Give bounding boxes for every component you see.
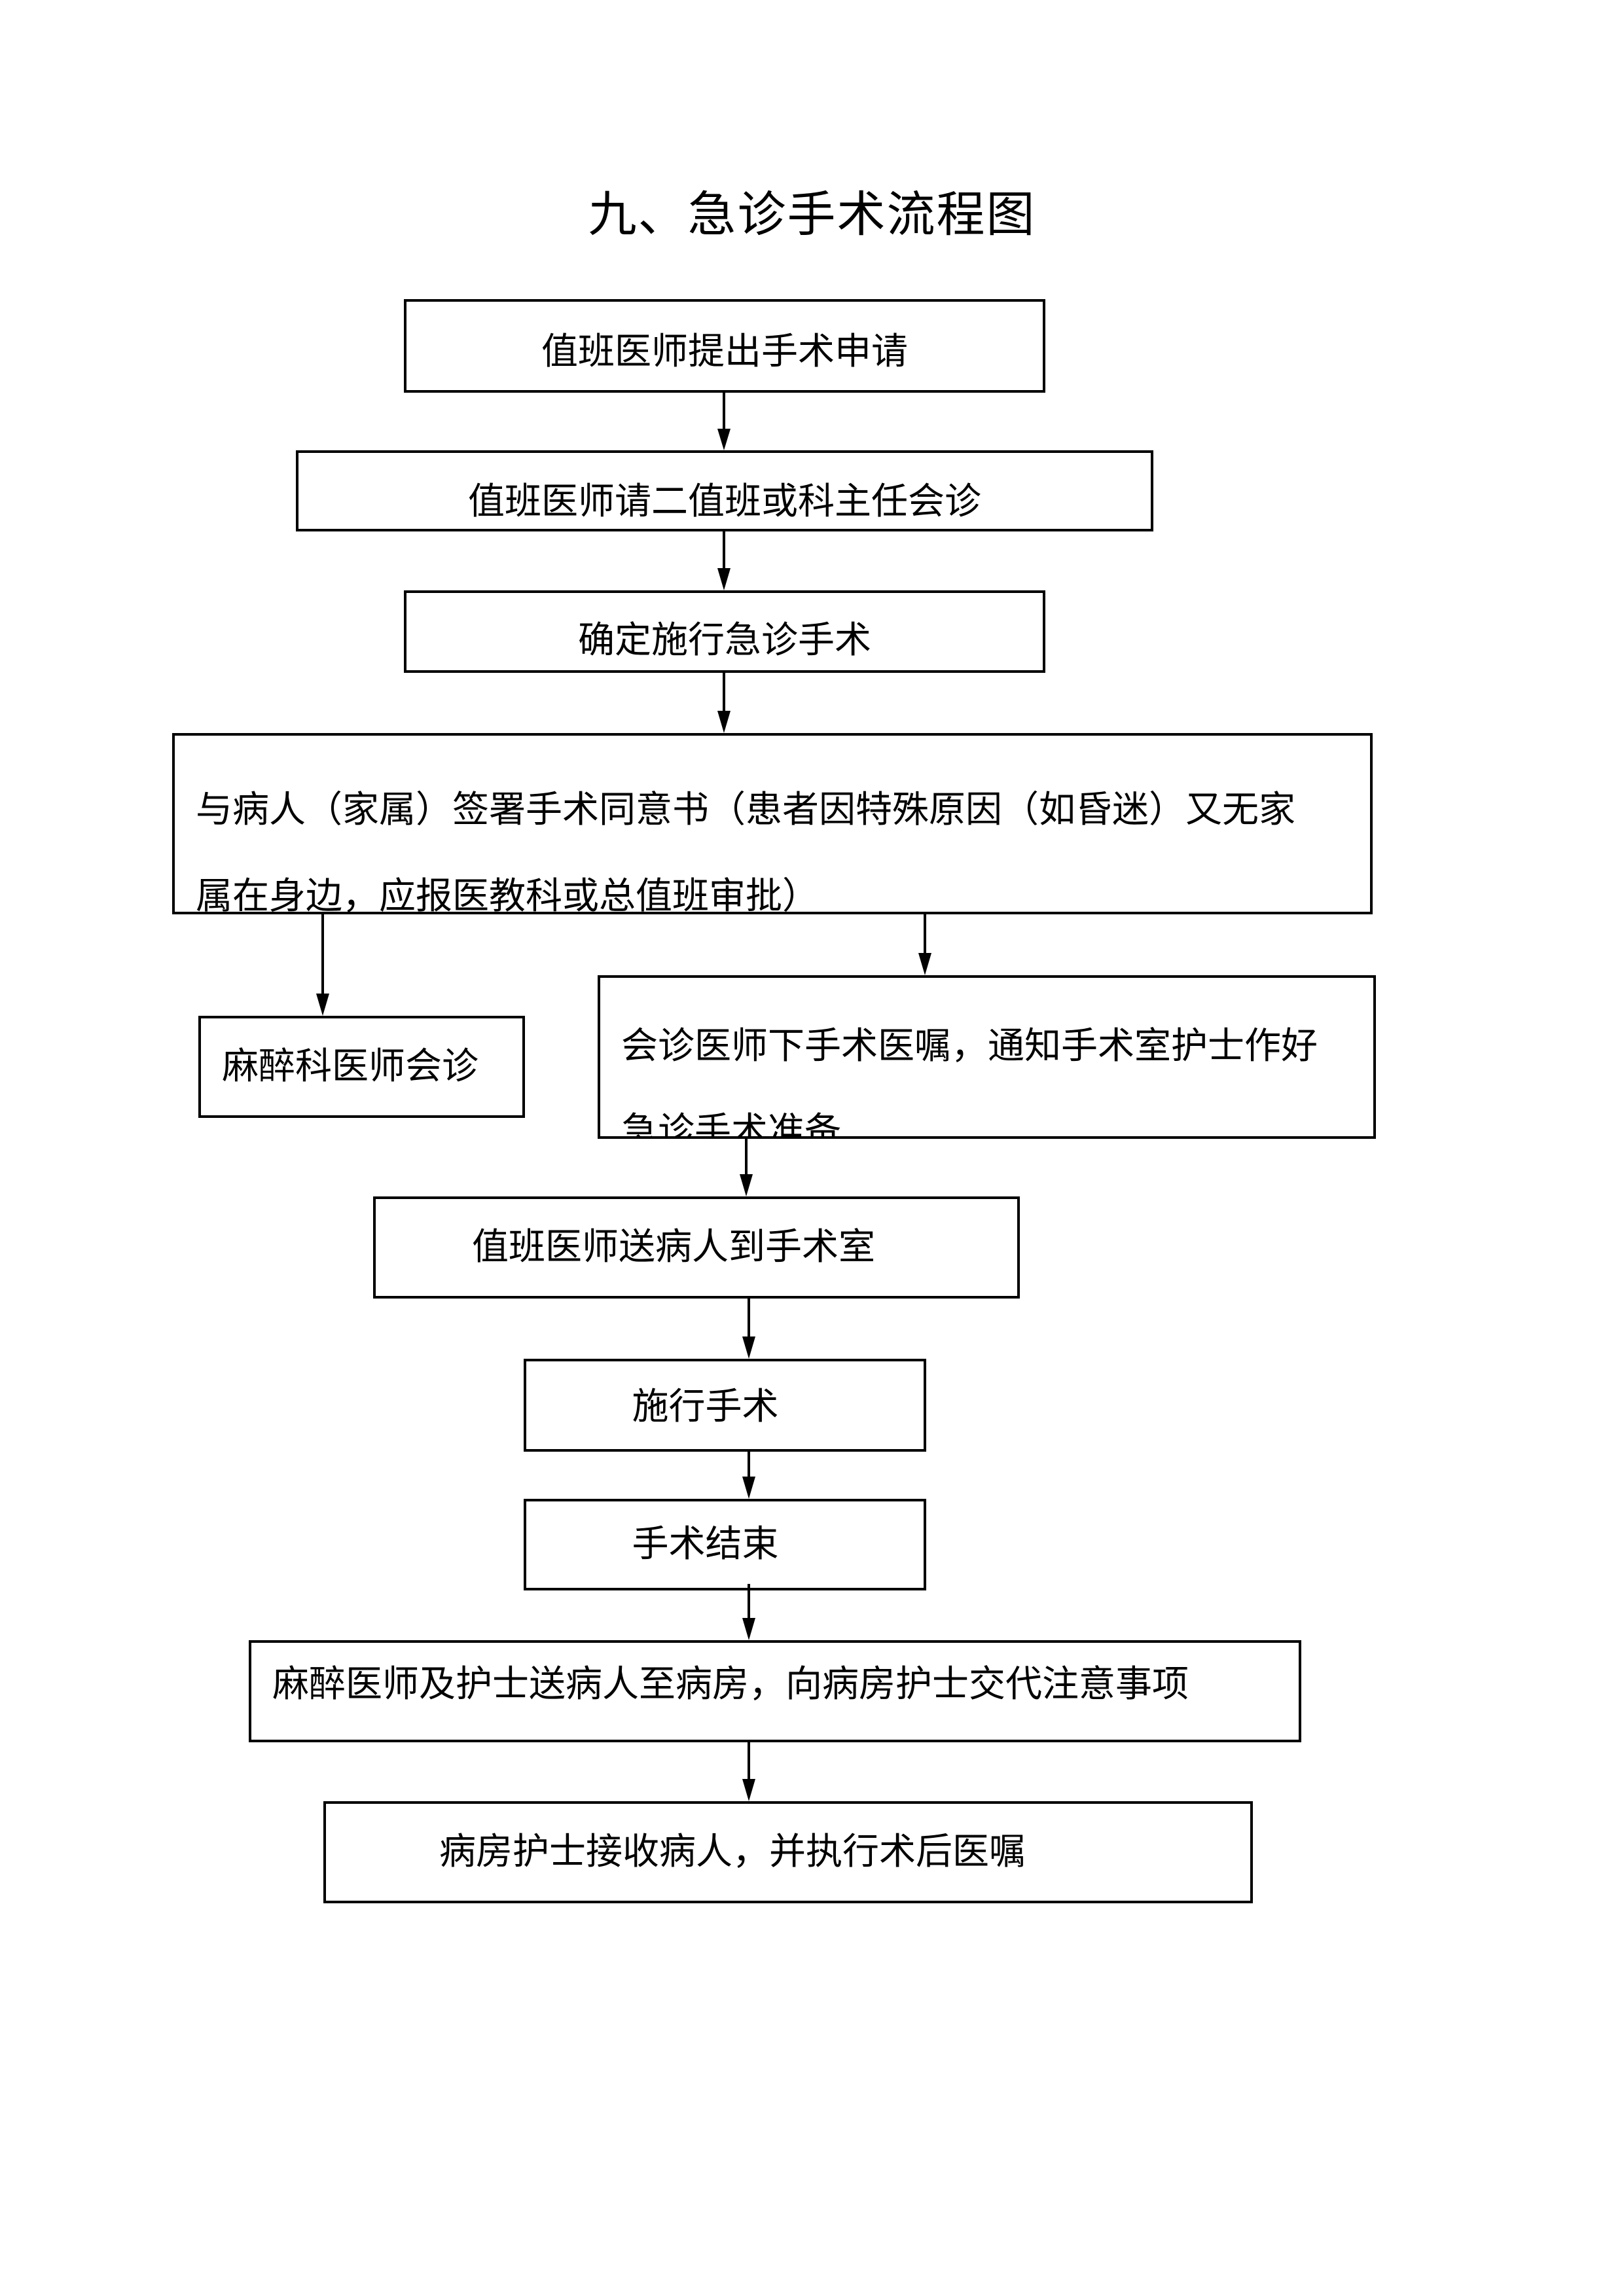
step-end: 手术结束 <box>524 1499 926 1590</box>
step-orders-text-line-2: 急诊手术准备 <box>621 1110 841 1139</box>
step-request-text: 值班医师提出手术申请 <box>541 330 908 373</box>
step-end-text: 手术结束 <box>632 1523 779 1566</box>
step-request: 值班医师提出手术申请 <box>404 299 1045 393</box>
step-confirm: 确定施行急诊手术 <box>404 590 1045 673</box>
arrowhead-1 <box>717 429 731 450</box>
page-title: 九、急诊手术流程图 <box>588 187 1036 243</box>
step-consent: 与病人（家属）签署手术同意书（患者因特殊原因（如昏迷）又无家 属在身边，应报医教… <box>172 733 1373 918</box>
step-confirm-text: 确定施行急诊手术 <box>578 619 871 662</box>
arrowhead-10 <box>742 1779 755 1801</box>
step-orders-text-line-1: 会诊医师下手术医嘱，通知手术室护士作好 <box>621 1025 1318 1067</box>
step-ward-receive-text: 病房护士接收病人，并执行术后医嘱 <box>439 1831 1026 1873</box>
arrowhead-3 <box>717 711 731 733</box>
arrowhead-5 <box>918 953 931 975</box>
step-transfer-to-or: 值班医师送病人到手术室 <box>373 1196 1020 1299</box>
step-transfer-to-or-text: 值班医师送病人到手术室 <box>472 1226 875 1268</box>
arrowhead-9 <box>742 1618 755 1640</box>
step-consult-senior-text: 值班医师请二值班或科主任会诊 <box>468 480 981 523</box>
step-anesthesia-consult: 麻醉科医师会诊 <box>198 1016 525 1118</box>
step-consent-text-line-1: 与病人（家属）签署手术同意书（患者因特殊原因（如昏迷）又无家 <box>196 789 1295 831</box>
arrowhead-4 <box>316 994 329 1016</box>
arrowhead-8 <box>742 1477 755 1499</box>
arrowhead-6 <box>740 1174 753 1196</box>
step-return-ward: 麻醉医师及护士送病人至病房，向病房护士交代注意事项 <box>249 1640 1301 1742</box>
step-orders: 会诊医师下手术医嘱，通知手术室护士作好 急诊手术准备 <box>598 975 1376 1139</box>
step-return-ward-text: 麻醉医师及护士送病人至病房，向病房护士交代注意事项 <box>272 1663 1189 1706</box>
step-consult-senior: 值班医师请二值班或科主任会诊 <box>296 450 1153 531</box>
arrowhead-2 <box>717 568 731 590</box>
step-anesthesia-consult-text: 麻醉科医师会诊 <box>222 1045 478 1088</box>
step-operate: 施行手术 <box>524 1359 926 1452</box>
step-consent-text-line-2: 属在身边，应报医教科或总值班审批） <box>196 875 819 918</box>
step-ward-receive: 病房护士接收病人，并执行术后医嘱 <box>323 1801 1253 1903</box>
arrowhead-7 <box>742 1336 755 1359</box>
step-operate-text: 施行手术 <box>632 1386 779 1428</box>
